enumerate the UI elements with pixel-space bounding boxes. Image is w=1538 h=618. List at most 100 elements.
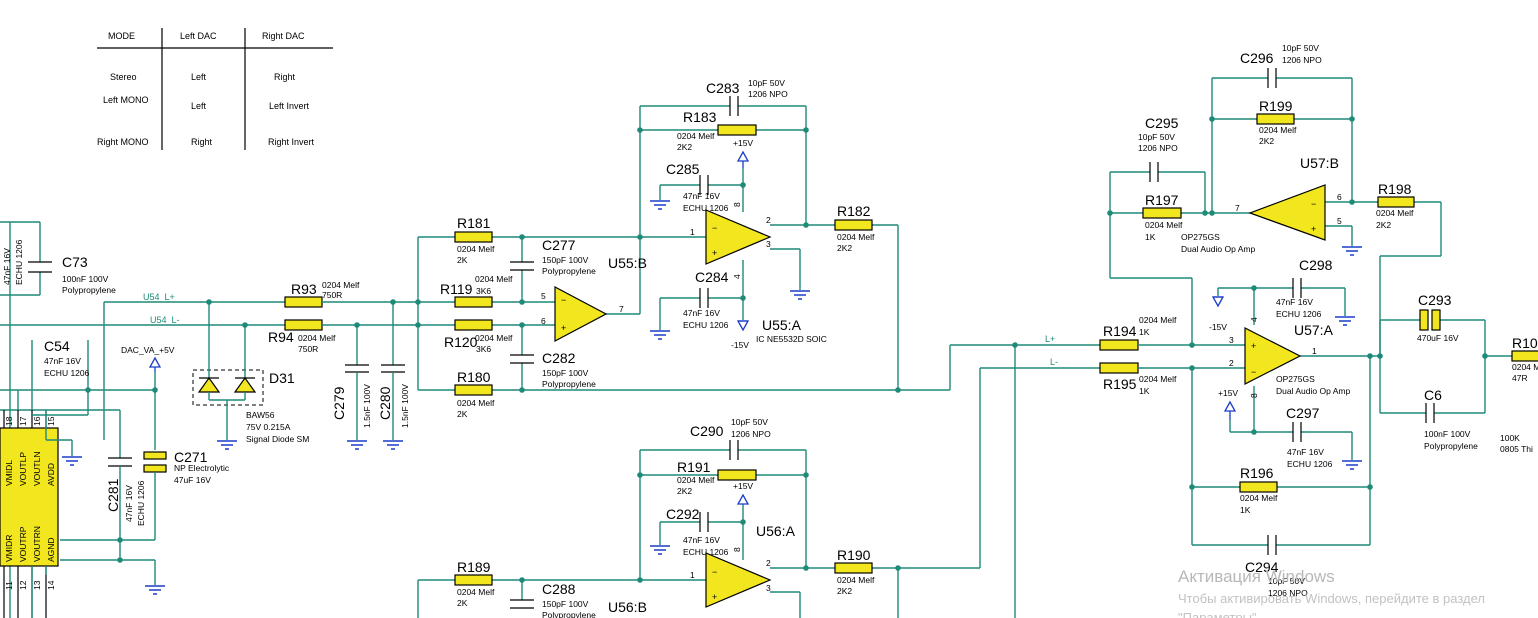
c280-ref: C280 [377, 386, 393, 420]
svg-text:+: + [712, 248, 717, 258]
plus15v-supply: +15V [1218, 388, 1238, 420]
u54-net-wires: U54_L+ U54_L- [0, 292, 285, 440]
c290-capacitor: C290 10pF 50V 1206 NPO [690, 417, 771, 460]
r120-ref: R120 [444, 334, 478, 350]
r93-resistor: R93 0204 Melf 750R [284, 280, 418, 308]
r195-value: 1K [1139, 386, 1150, 396]
dac-pin-number: 14 [46, 580, 56, 590]
r183-value: 2K2 [677, 142, 692, 152]
r181-value: 2K [457, 255, 468, 265]
svg-text:−: − [1311, 199, 1316, 209]
dac-pin-name: AVDD [46, 463, 56, 486]
svg-text:+: + [712, 592, 717, 602]
r182-pkg: 0204 Melf [837, 232, 875, 242]
r10x-value: 47R [1512, 373, 1528, 383]
dac-chip: 18 17 16 15 VMIDL VOUTLP VOUTLN AVDD VMI… [0, 410, 59, 618]
r189-resistor: R189 0204 Melf 2K [454, 559, 495, 608]
table-cell: Right [191, 137, 213, 147]
ground-symbol [145, 585, 165, 595]
u57b-stage-wires [1107, 77, 1442, 345]
pin-number: 5 [541, 291, 546, 301]
r119-resistor: R119 0204 Melf 3K6 [440, 274, 513, 308]
ground-symbol [1335, 316, 1355, 326]
c281-type: ECHU 1206 [136, 480, 146, 526]
table-header-left-dac: Left DAC [180, 31, 217, 41]
r196-resistor: R196 0204 Melf 1K [1239, 465, 1278, 515]
r100k-label: 100K 0805 Thi [1500, 433, 1533, 454]
minus15v-supply: -15V [1209, 296, 1227, 332]
c277-type: Polypropylene [542, 266, 596, 276]
c292-value: 47nF 16V [683, 535, 720, 545]
dac-output-wires [17, 340, 155, 618]
c54-type: ECHU 1206 [44, 368, 90, 378]
mode-table: MODE Left DAC Right DAC Stereo Left Righ… [97, 28, 333, 150]
c281-capacitor: C281 47nF 16V ECHU 1206 [105, 410, 156, 585]
r199-value: 2K2 [1259, 136, 1274, 146]
ground-symbol [790, 290, 810, 300]
c73-value: 100nF 100V [62, 274, 109, 284]
c296-ref: C296 [1240, 50, 1274, 66]
r94-value: 750R [298, 344, 318, 354]
c271-type: 47uF 16V [174, 475, 211, 485]
pin-number: 6 [541, 316, 546, 326]
u55a-opamp: − + 1 2 3 8 4 [690, 202, 772, 279]
r190-value: 2K2 [837, 586, 852, 596]
c282-capacitor: C282 150pF 100V Polypropylene [510, 350, 596, 389]
c297-type: ECHU 1206 [1287, 459, 1333, 469]
c279-ref: C279 [331, 386, 347, 420]
u57b-desc: Dual Audio Op Amp [1181, 244, 1255, 254]
r183-pkg: 0204 Melf [677, 131, 715, 141]
c298-ref: C298 [1299, 257, 1333, 273]
ground-symbol [650, 330, 670, 340]
u55b-opamp: − + 5 6 7 U55:B [541, 255, 647, 342]
svg-text:+: + [561, 323, 566, 333]
r119-ref: R119 [440, 281, 473, 297]
dac-pin-name: AGND [46, 537, 56, 562]
c293-ref: C293 [1418, 292, 1452, 308]
r195-pkg: 0204 Melf [1139, 374, 1177, 384]
r180-resistor: R180 0204 Melf 2K [454, 369, 495, 419]
dac-pin-name: VOUTLP [18, 452, 28, 486]
c279-capacitor: C279 1.5nF 100V [331, 325, 372, 440]
pin-number: 8 [732, 547, 742, 552]
c54-value: 47nF 16V [44, 356, 81, 366]
u57a-ref: U57:A [1294, 322, 1334, 338]
r199-ref: R199 [1259, 98, 1293, 114]
pin-number: 2 [766, 558, 771, 568]
c285-value: 47nF 16V [683, 191, 720, 201]
u56b-ref: U56:B [608, 599, 647, 615]
c296-capacitor: C296 10pF 50V 1206 NPO [1240, 43, 1322, 88]
r94-resistor: R94 0204 Melf 750R [268, 299, 455, 354]
watermark-text: Чтобы активировать Windows, перейдите в … [1178, 591, 1485, 606]
pin-number: 2 [766, 215, 771, 225]
c283-value: 10pF 50V [748, 78, 785, 88]
r195-resistor: R195 0204 Melf 1K [1099, 362, 1177, 396]
r94-pkg: 0204 Melf [298, 333, 336, 343]
c293-value: 470uF 16V [1417, 333, 1459, 343]
net-label-u54-lp: U54_L+ [143, 292, 175, 302]
c292-ref: C292 [666, 506, 700, 522]
u57a-stage-wires [1138, 285, 1380, 546]
u57b-ref: U57:B [1300, 155, 1339, 171]
r196-pkg: 0204 Melf [1240, 493, 1278, 503]
r180-ref: R180 [457, 369, 491, 385]
c294-capacitor: C294 10pF 50V 1206 NPO [1245, 535, 1308, 598]
c294-value: 10pF 50V [1268, 576, 1305, 586]
r189-pkg: 0204 Melf [457, 587, 495, 597]
c284-ref: C284 [695, 269, 729, 285]
ground-symbol [650, 545, 670, 555]
c297-ref: C297 [1286, 405, 1320, 421]
net-label-u54-lm: U54_L- [150, 315, 180, 325]
c284-value: 47nF 16V [683, 308, 720, 318]
u55a-stage-wires [637, 105, 899, 390]
d31-diode: D31 BAW56 75V 0.215A Signal Diode SM [192, 302, 309, 444]
r190-ref: R190 [837, 547, 871, 563]
r199-pkg: 0204 Melf [1259, 125, 1297, 135]
dac-pin-number: 16 [32, 416, 42, 426]
r198-pkg: 0204 Melf [1376, 208, 1414, 218]
d31-ref: D31 [269, 370, 295, 386]
c297-value: 47nF 16V [1287, 447, 1324, 457]
svg-text:−: − [1251, 367, 1256, 377]
c290-ref: C290 [690, 423, 724, 439]
pin-number: 1 [690, 570, 695, 580]
